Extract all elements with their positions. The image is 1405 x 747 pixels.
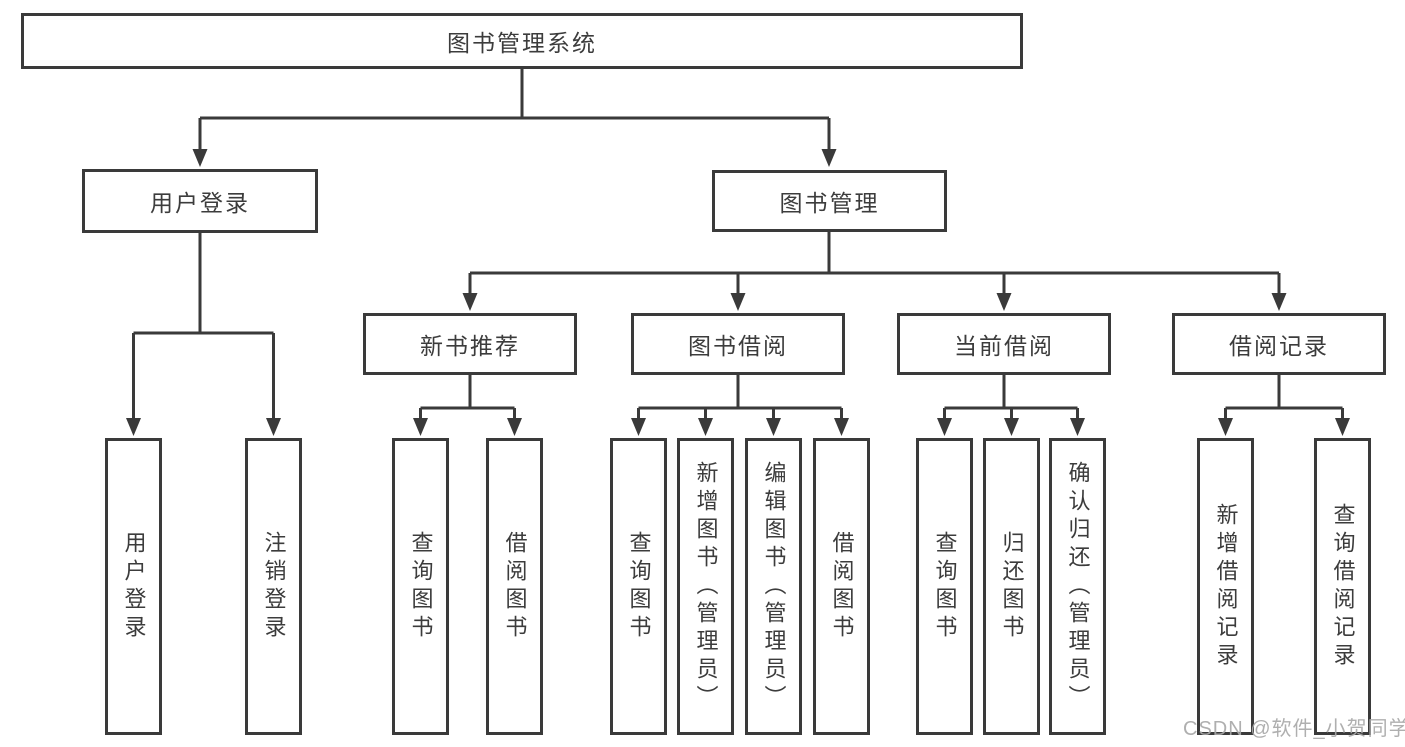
arrowhead-icon xyxy=(766,418,781,436)
leaf-user-login: 用户登录 xyxy=(105,438,162,735)
leaf-query-borrow-record-label: 查询借阅记录 xyxy=(1330,502,1356,671)
leaf-query-borrow-record: 查询借阅记录 xyxy=(1314,438,1371,735)
leaf-logout-label: 注销登录 xyxy=(261,530,287,643)
node-book-borrowing-label: 图书借阅 xyxy=(688,333,788,359)
node-book-borrowing: 图书借阅 xyxy=(631,313,845,375)
arrowhead-icon xyxy=(126,418,141,436)
arrowhead-icon xyxy=(834,418,849,436)
arrowhead-icon xyxy=(937,418,952,436)
arrowhead-icon xyxy=(631,418,646,436)
leaf-borrow-books-recommend: 借阅图书 xyxy=(486,438,543,735)
csdn-watermark: CSDN @软件_小贺同学 xyxy=(1183,718,1405,740)
leaf-query-books-current-label: 查询图书 xyxy=(932,530,958,643)
connector-book-management-to-modules xyxy=(468,232,1281,296)
leaf-user-login-label: 用户登录 xyxy=(121,530,147,643)
arrowhead-icon xyxy=(413,418,428,436)
node-system-root: 图书管理系统 xyxy=(21,13,1023,69)
node-user-login-branch-label: 用户登录 xyxy=(150,190,250,216)
arrowhead-icon xyxy=(996,293,1012,311)
leaf-borrow-books-label: 借阅图书 xyxy=(829,530,855,643)
arrowhead-icon xyxy=(1070,418,1085,436)
leaf-add-book-admin: 新增图书（管理员） xyxy=(677,438,734,735)
leaf-query-books-borrowing-label: 查询图书 xyxy=(626,530,652,643)
node-new-book-recommend: 新书推荐 xyxy=(363,313,577,375)
node-user-login-branch: 用户登录 xyxy=(82,169,318,233)
connector-borrowing-records-to-leaves xyxy=(1224,375,1344,421)
arrowhead-icon xyxy=(821,149,837,167)
node-current-borrowing-label: 当前借阅 xyxy=(954,333,1054,359)
leaf-confirm-return-admin: 确认归还（管理员） xyxy=(1049,438,1106,735)
leaf-return-books-label: 归还图书 xyxy=(999,530,1025,643)
leaf-query-books-current: 查询图书 xyxy=(916,438,973,735)
connector-root-to-branches xyxy=(198,69,831,152)
node-borrowing-records: 借阅记录 xyxy=(1172,313,1386,375)
arrowhead-icon xyxy=(698,418,713,436)
arrowhead-icon xyxy=(462,293,478,311)
leaf-borrow-books: 借阅图书 xyxy=(813,438,870,735)
connector-current-borrowing-to-leaves xyxy=(943,375,1079,421)
node-system-root-label: 图书管理系统 xyxy=(447,30,597,56)
leaf-edit-book-admin: 编辑图书（管理员） xyxy=(745,438,802,735)
connector-new-book-recommend-to-leaves xyxy=(419,375,516,421)
arrowhead-icon xyxy=(1004,418,1019,436)
leaf-logout: 注销登录 xyxy=(245,438,302,735)
leaf-query-books-borrowing: 查询图书 xyxy=(610,438,667,735)
leaf-add-borrow-record-label: 新增借阅记录 xyxy=(1213,502,1239,671)
leaf-return-books: 归还图书 xyxy=(983,438,1040,735)
arrowhead-icon xyxy=(1218,418,1233,436)
leaf-confirm-return-admin-label: 确认归还（管理员） xyxy=(1065,460,1091,713)
arrowhead-icon xyxy=(1335,418,1350,436)
leaf-edit-book-admin-label: 编辑图书（管理员） xyxy=(761,460,787,713)
arrowhead-icon xyxy=(507,418,522,436)
arrowhead-icon xyxy=(266,418,281,436)
node-book-management: 图书管理 xyxy=(712,170,947,232)
node-book-management-label: 图书管理 xyxy=(779,190,880,216)
node-new-book-recommend-label: 新书推荐 xyxy=(420,333,520,359)
leaf-query-books-recommend: 查询图书 xyxy=(392,438,449,735)
node-current-borrowing: 当前借阅 xyxy=(897,313,1111,375)
connector-user-login-to-leaves xyxy=(132,233,275,421)
leaf-add-book-admin-label: 新增图书（管理员） xyxy=(693,460,719,713)
node-borrowing-records-label: 借阅记录 xyxy=(1229,333,1329,359)
leaf-add-borrow-record: 新增借阅记录 xyxy=(1197,438,1254,735)
leaf-borrow-books-recommend-label: 借阅图书 xyxy=(502,530,528,643)
arrowhead-icon xyxy=(1271,293,1287,311)
connector-book-borrowing-to-leaves xyxy=(637,375,843,421)
leaf-query-books-recommend-label: 查询图书 xyxy=(408,530,434,643)
arrowhead-icon xyxy=(730,293,746,311)
arrowhead-icon xyxy=(192,149,208,167)
